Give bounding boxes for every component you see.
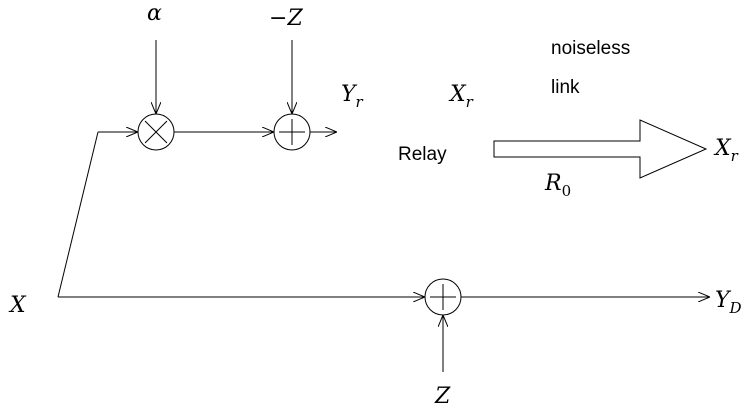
relay-label: Relay: [398, 144, 447, 165]
xr-relay-label: Xr: [448, 82, 474, 111]
multiplier-cross-icon: [144, 120, 168, 144]
input-to-split-line: [57, 131, 99, 298]
z-bottom-label: Z: [434, 384, 451, 409]
alpha-label: α: [147, 1, 162, 26]
xr-output-label: Xr: [713, 136, 739, 165]
noiseless-label: noiseless: [551, 38, 630, 59]
neg-z-label: −Z: [269, 6, 303, 31]
destination-adder-plus-icon: [430, 284, 456, 310]
yr-label: Yr: [341, 82, 364, 111]
link-label: link: [551, 77, 580, 98]
x-input-label: X: [8, 293, 27, 318]
r0-label: R0: [544, 171, 571, 200]
noiseless-link-arrow: [493, 119, 708, 179]
yd-output-label: YD: [715, 288, 742, 317]
relay-adder-plus-icon: [279, 119, 305, 145]
